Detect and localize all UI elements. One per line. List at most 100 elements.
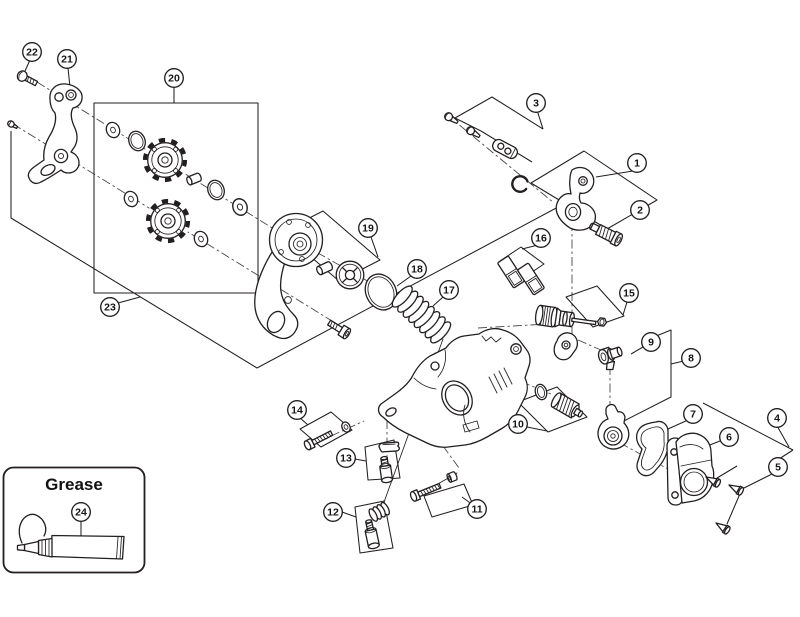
washer-icon	[103, 119, 123, 141]
part-washer-14	[341, 421, 351, 433]
part-snap-ring	[511, 175, 529, 193]
screw-icon	[726, 480, 746, 497]
callout-24: 24	[71, 502, 91, 522]
leader-3	[536, 109, 544, 130]
callout-16: 16	[531, 228, 551, 248]
part-bolt-13	[379, 455, 394, 484]
svg-text:1: 1	[634, 158, 640, 170]
leader-21	[67, 67, 71, 88]
callout-18: 18	[407, 259, 427, 279]
part-nut-11	[446, 471, 458, 483]
svg-text:23: 23	[104, 302, 116, 314]
part-cage-bolt-22	[16, 70, 39, 87]
bracket-13	[364, 439, 401, 481]
pulley-icon	[143, 138, 188, 183]
callout-15: 15	[619, 283, 639, 303]
pulley-icon	[146, 199, 191, 244]
callouts-layer: 1 2 3 4 5 6 7 8 9 10 11 12 13 14 15 16 1…	[22, 42, 788, 522]
leader-23	[117, 296, 141, 304]
leader-15	[622, 301, 628, 316]
grease-tube-icon	[16, 513, 125, 560]
callout-19: 19	[358, 218, 378, 238]
callout-23: 23	[100, 297, 120, 317]
bracket-15	[565, 285, 625, 328]
parts-layer	[7, 70, 746, 550]
callout-8: 8	[681, 348, 701, 368]
grease-box-frame	[2, 466, 146, 574]
part-bolt-12	[364, 519, 380, 550]
part-oring-10	[534, 383, 548, 401]
cable-fixing-plate	[491, 138, 519, 160]
callout-12: 12	[323, 502, 343, 522]
bracket-3a	[454, 96, 544, 130]
leader-19	[370, 236, 379, 258]
part-adjuster-nut-15	[596, 317, 608, 327]
callout-17: 17	[439, 280, 459, 300]
svg-text:9: 9	[648, 337, 654, 349]
part-stopper-screw	[326, 319, 352, 340]
svg-text:24: 24	[75, 507, 87, 519]
svg-text:4: 4	[774, 413, 780, 425]
part-bolt-14	[303, 430, 334, 451]
svg-text:2: 2	[637, 205, 643, 217]
oring-icon	[125, 128, 149, 154]
bracket-4b	[778, 449, 794, 460]
part-clutch-lever	[597, 403, 630, 450]
svg-text:7: 7	[690, 409, 696, 421]
svg-text:5: 5	[775, 462, 781, 474]
part-bracket-axle-1	[555, 166, 597, 231]
svg-text:13: 13	[340, 453, 352, 465]
part-plunger-10	[550, 392, 584, 419]
svg-text:3: 3	[533, 98, 539, 110]
washer-icon	[191, 228, 211, 250]
part-cage-spring-17	[391, 285, 452, 344]
svg-text:22: 22	[26, 47, 38, 59]
leader-12	[341, 511, 357, 518]
part-plates-16	[497, 255, 545, 296]
grease-box: Grease	[2, 466, 146, 574]
washer-icon	[229, 195, 251, 219]
bracket-3c	[454, 117, 482, 132]
screw-icon	[464, 124, 483, 141]
part-bushing-19	[316, 261, 334, 276]
axis-switch-feed	[577, 339, 602, 351]
part-bolt-11	[409, 482, 442, 502]
callout-11: 11	[467, 499, 487, 519]
spacer-bushing	[186, 172, 202, 186]
part-cable-screws-3	[442, 110, 519, 160]
part-barrel-adjuster-15	[534, 304, 597, 328]
axis-bolt11a	[442, 445, 460, 469]
bracket-5b	[716, 465, 738, 479]
svg-text:15: 15	[623, 288, 635, 300]
leader-10	[526, 426, 548, 432]
svg-text:10: 10	[512, 419, 524, 431]
svg-text:21: 21	[61, 54, 73, 66]
callout-10: 10	[508, 414, 528, 434]
svg-text:11: 11	[471, 504, 482, 516]
part-pivot-screw	[7, 120, 19, 130]
part-main-body	[377, 327, 579, 448]
part-b-axle-bolt-2	[589, 222, 624, 247]
part-outer-plate	[254, 212, 324, 340]
bracket-20	[93, 102, 259, 294]
svg-text:6: 6	[726, 432, 732, 444]
svg-text:17: 17	[443, 285, 455, 297]
oring-icon	[204, 177, 228, 203]
svg-text:18: 18	[411, 264, 423, 276]
callout-22: 22	[22, 42, 42, 62]
leader-13	[354, 458, 367, 462]
callout-3: 3	[526, 93, 546, 113]
callout-1: 1	[627, 153, 647, 173]
part-spring-12	[368, 501, 390, 522]
svg-text:8: 8	[688, 353, 694, 365]
part-plate-13	[378, 441, 400, 453]
bracket-4a	[702, 402, 794, 451]
bracket-lines	[10, 59, 794, 554]
svg-text:19: 19	[362, 223, 374, 235]
part-tension-plate-19	[335, 260, 365, 290]
part-cover-6	[666, 432, 715, 506]
callout-6: 6	[719, 427, 739, 447]
part-pulley-set-20	[103, 119, 251, 250]
